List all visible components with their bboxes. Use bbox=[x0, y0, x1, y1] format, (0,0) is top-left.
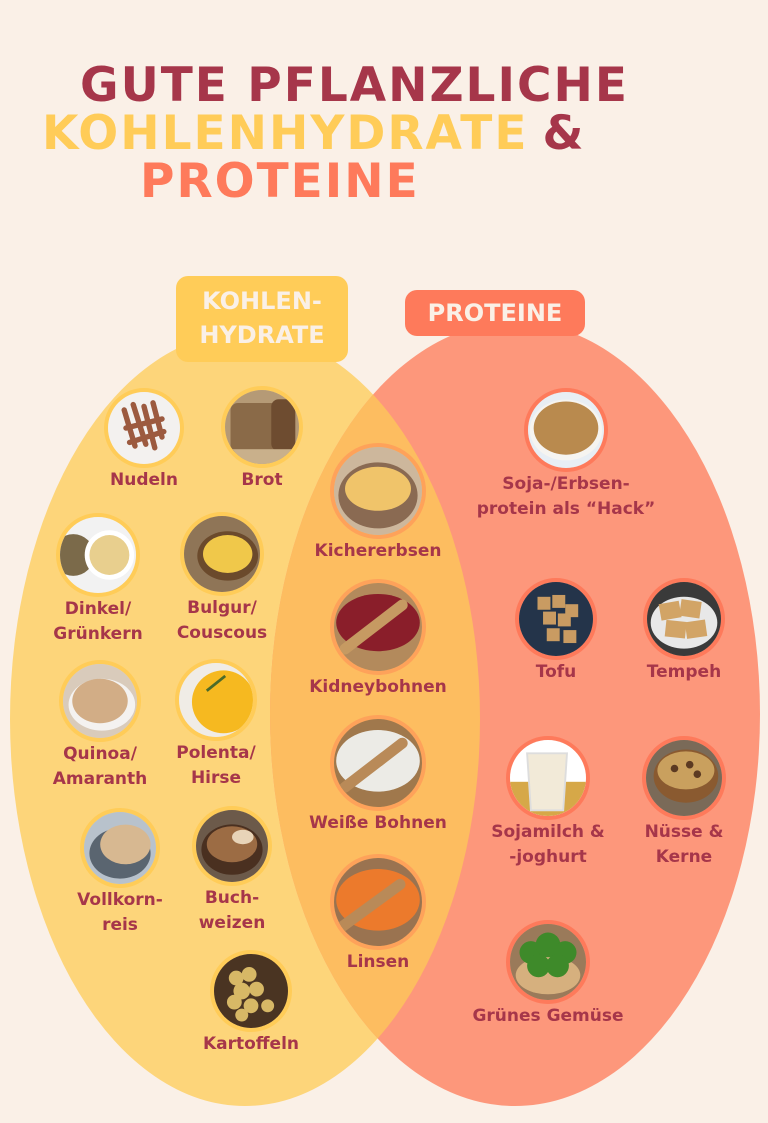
food-label: Vollkorn- bbox=[77, 890, 163, 910]
food-item-kidneybohnen: Kidneybohnen bbox=[300, 579, 456, 700]
bulgur-bowl-icon bbox=[180, 512, 264, 596]
bread-icon bbox=[221, 386, 303, 468]
buckwheat-icon bbox=[192, 806, 272, 886]
food-label: Nudeln bbox=[110, 470, 178, 490]
food-item-vollkornreis: Vollkorn- reis bbox=[64, 808, 176, 938]
food-item-tempeh: Tempeh bbox=[634, 578, 734, 685]
grain-bowls-icon bbox=[56, 513, 140, 597]
pasta-icon bbox=[104, 388, 184, 468]
food-label: Bulgur/ bbox=[187, 598, 257, 618]
food-label: reis bbox=[102, 915, 138, 935]
food-label: Dinkel/ bbox=[64, 599, 132, 619]
food-label: protein als “Hack” bbox=[476, 499, 656, 519]
food-item-kichererbsen: Kichererbsen bbox=[300, 443, 456, 564]
carbs-label: KOHLEN- HYDRATE bbox=[176, 276, 348, 362]
soy-mince-icon bbox=[524, 388, 608, 472]
food-item-soja-hack: Soja-/Erbsen- protein als “Hack” bbox=[466, 388, 666, 522]
broccoli-icon bbox=[506, 920, 590, 1004]
quinoa-icon bbox=[59, 660, 141, 742]
food-label: Kerne bbox=[655, 847, 713, 867]
food-label: Sojamilch & bbox=[491, 822, 605, 842]
food-label: -joghurt bbox=[509, 847, 587, 867]
proteins-label: PROTEINE bbox=[405, 290, 585, 336]
nuts-icon bbox=[642, 736, 726, 820]
food-item-dinkel: Dinkel/ Grünkern bbox=[46, 513, 150, 647]
food-label: Nüsse & bbox=[644, 822, 724, 842]
food-label: Linsen bbox=[346, 952, 410, 972]
food-item-gruenes-gemuese: Grünes Gemüse bbox=[456, 920, 640, 1029]
food-label: Kartoffeln bbox=[202, 1034, 300, 1054]
food-label: Soja-/Erbsen- bbox=[502, 474, 630, 494]
tempeh-icon bbox=[643, 578, 725, 660]
food-item-bulgur: Bulgur/ Couscous bbox=[166, 512, 278, 646]
page-title: GUTE PFLANZLICHE KOHLENHYDRATE& PROTEINE bbox=[0, 0, 768, 230]
brown-rice-icon bbox=[80, 808, 160, 888]
food-item-linsen: Linsen bbox=[300, 854, 456, 975]
food-item-sojamilch: Sojamilch & -joghurt bbox=[478, 736, 618, 870]
kidney-beans-icon bbox=[330, 579, 426, 675]
polenta-icon bbox=[175, 659, 257, 741]
food-item-buchweizen: Buch- weizen bbox=[176, 806, 288, 936]
food-label: Kidneybohnen bbox=[309, 677, 447, 697]
carbs-label-line-1: KOHLEN- bbox=[202, 287, 322, 315]
food-label: Buch- bbox=[204, 888, 260, 908]
food-label: Grünkern bbox=[53, 624, 143, 644]
food-label: Kichererbsen bbox=[314, 541, 442, 561]
food-label: Weiße Bohnen bbox=[309, 813, 447, 833]
title-line-3: PROTEINE bbox=[140, 154, 420, 209]
food-item-weisse-bohnen: Weiße Bohnen bbox=[290, 715, 466, 836]
title-line-1: GUTE PFLANZLICHE bbox=[80, 58, 629, 113]
food-item-nuesse: Nüsse & Kerne bbox=[634, 736, 734, 870]
carbs-label-line-2: HYDRATE bbox=[199, 321, 325, 349]
food-label: Couscous bbox=[176, 623, 268, 643]
food-item-nudeln: Nudeln bbox=[94, 388, 194, 493]
food-label: Quinoa/ bbox=[63, 744, 137, 764]
food-item-polenta: Polenta/ Hirse bbox=[160, 659, 272, 791]
tofu-icon bbox=[515, 578, 597, 660]
title-line-2: KOHLENHYDRATE& bbox=[42, 110, 585, 157]
food-label: Hirse bbox=[190, 768, 242, 788]
food-label: Brot bbox=[241, 470, 283, 490]
food-item-quinoa: Quinoa/ Amaranth bbox=[44, 660, 156, 792]
food-label: Polenta/ bbox=[176, 743, 256, 763]
food-label: weizen bbox=[198, 913, 266, 933]
food-item-brot: Brot bbox=[212, 386, 312, 493]
food-label: Tofu bbox=[535, 662, 577, 682]
title-ampersand: & bbox=[542, 106, 586, 161]
potatoes-icon bbox=[210, 950, 292, 1032]
food-label: Grünes Gemüse bbox=[472, 1006, 624, 1026]
white-beans-icon bbox=[330, 715, 426, 811]
food-label: Amaranth bbox=[52, 769, 148, 789]
lentils-icon bbox=[330, 854, 426, 950]
soy-milk-icon bbox=[506, 736, 590, 820]
food-label: Tempeh bbox=[646, 662, 722, 682]
chickpeas-icon bbox=[330, 443, 426, 539]
food-item-tofu: Tofu bbox=[506, 578, 606, 685]
food-item-kartoffeln: Kartoffeln bbox=[186, 950, 316, 1057]
title-carbs-word: KOHLENHYDRATE bbox=[42, 106, 529, 161]
